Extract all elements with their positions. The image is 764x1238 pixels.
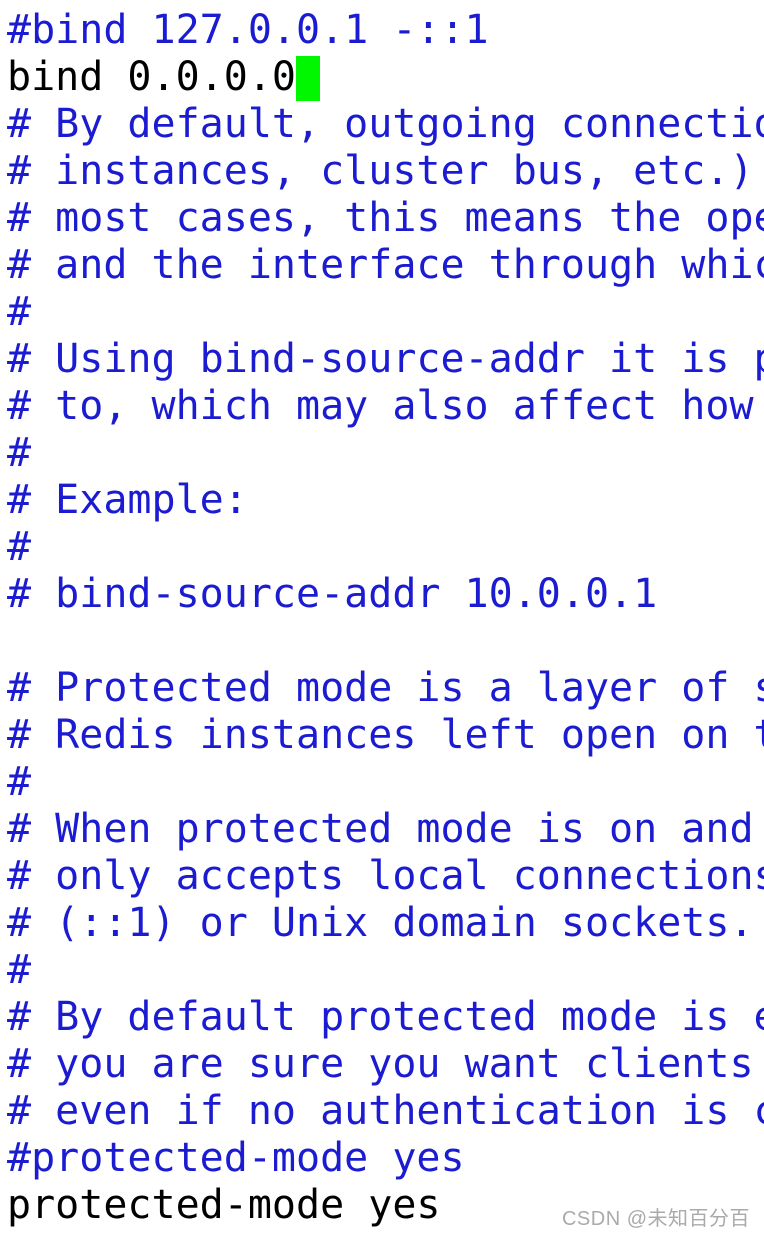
line-text: # Protected mode is a layer of s: [7, 665, 764, 711]
line-text: #protected-mode yes: [7, 1135, 465, 1181]
line-text: # Redis instances left open on t: [7, 712, 764, 758]
line-text: # you are sure you want clients: [7, 1041, 764, 1087]
line-text: # Example:: [7, 477, 248, 523]
line-text: # instances, cluster bus, etc.): [7, 148, 764, 194]
code-line[interactable]: # When protected mode is on and: [7, 806, 764, 853]
code-line[interactable]: # to, which may also affect how: [7, 383, 764, 430]
code-line[interactable]: [7, 618, 764, 665]
line-text: #bind 127.0.0.1 -::1: [7, 7, 489, 53]
csdn-watermark: CSDN @未知百分百: [561, 1208, 750, 1230]
code-line[interactable]: protected-mode yes: [7, 1182, 764, 1229]
code-line[interactable]: bind 0.0.0.0: [7, 54, 764, 101]
code-line[interactable]: # most cases, this means the ope: [7, 195, 764, 242]
code-line[interactable]: #: [7, 947, 764, 994]
line-text: #: [7, 947, 32, 993]
line-text: #: [7, 289, 32, 335]
line-text: # By default, outgoing connectio: [7, 101, 764, 147]
code-line[interactable]: # and the interface through whic: [7, 242, 764, 289]
line-text: protected-mode yes: [7, 1182, 441, 1228]
code-line[interactable]: #bind 127.0.0.1 -::1: [7, 7, 764, 54]
line-text: # Using bind-source-addr it is p: [7, 336, 764, 382]
line-text: bind 0.0.0.0: [7, 54, 296, 100]
line-text: #: [7, 759, 32, 805]
code-line[interactable]: # (::1) or Unix domain sockets.: [7, 900, 764, 947]
line-text: # to, which may also affect how: [7, 383, 764, 429]
code-line[interactable]: # By default protected mode is e: [7, 994, 764, 1041]
code-line[interactable]: #protected-mode yes: [7, 1135, 764, 1182]
code-line[interactable]: # bind-source-addr 10.0.0.1: [7, 571, 764, 618]
code-line[interactable]: # Using bind-source-addr it is p: [7, 336, 764, 383]
line-text: # bind-source-addr 10.0.0.1: [7, 571, 658, 617]
code-line[interactable]: # Protected mode is a layer of s: [7, 665, 764, 712]
code-line[interactable]: # even if no authentication is c: [7, 1088, 764, 1135]
line-text: # (::1) or Unix domain sockets.: [7, 900, 764, 946]
line-text: # By default protected mode is e: [7, 994, 764, 1040]
text-cursor: [295, 56, 320, 101]
code-line[interactable]: # only accepts local connections: [7, 853, 764, 900]
line-text: # only accepts local connections: [7, 853, 764, 899]
line-text: # and the interface through whic: [7, 242, 764, 288]
code-line[interactable]: #: [7, 430, 764, 477]
line-text: # even if no authentication is c: [7, 1088, 764, 1134]
code-line[interactable]: # By default, outgoing connectio: [7, 101, 764, 148]
line-text: #: [7, 524, 32, 570]
line-text: # most cases, this means the ope: [7, 195, 764, 241]
code-line[interactable]: # you are sure you want clients: [7, 1041, 764, 1088]
code-line[interactable]: #: [7, 759, 764, 806]
code-line[interactable]: # Example:: [7, 477, 764, 524]
code-line[interactable]: #: [7, 524, 764, 571]
code-line[interactable]: #: [7, 289, 764, 336]
code-line[interactable]: # instances, cluster bus, etc.): [7, 148, 764, 195]
line-text: # When protected mode is on and: [7, 806, 764, 852]
line-text: #: [7, 430, 32, 476]
code-line[interactable]: # Redis instances left open on t: [7, 712, 764, 759]
